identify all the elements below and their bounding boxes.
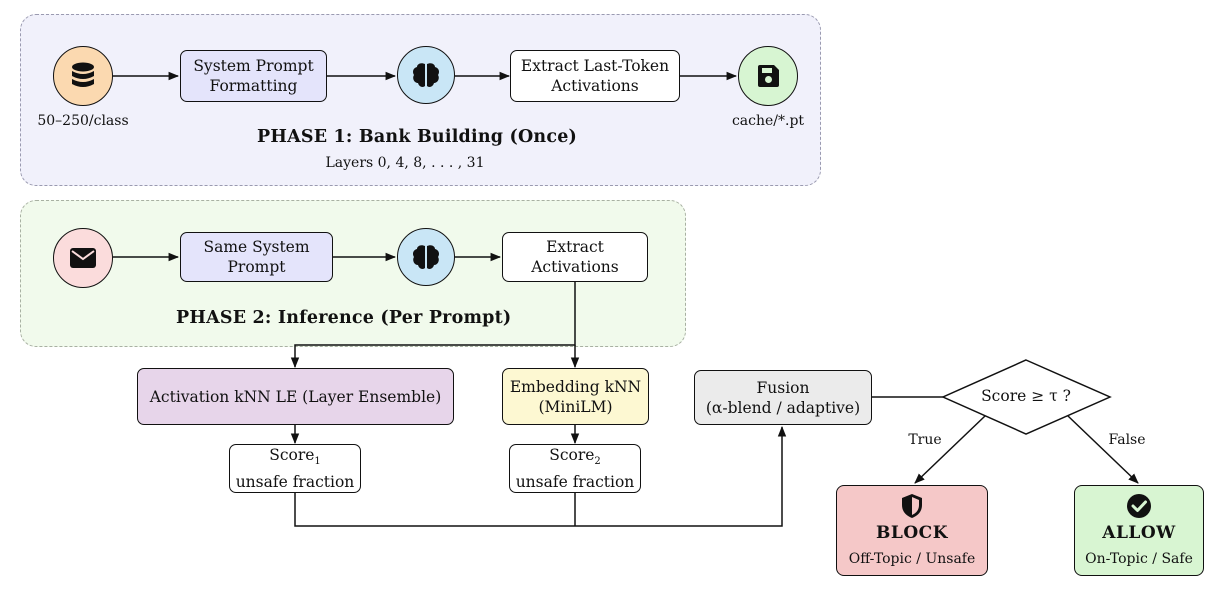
embedding-line2: (MiniLM) [538,397,613,416]
score1-line2: unsafe fraction [235,473,355,492]
activation-knn-label: Activation kNN LE (Layer Ensemble) [149,387,442,406]
allow-sublabel: On-Topic / Safe [1085,551,1193,567]
check-circle-icon [1127,494,1151,518]
prompt-line1: System Prompt [193,57,314,75]
database-icon [53,46,113,106]
phase1-layers-label: Layers 0, 4, 8, . . . , 31 [325,155,485,171]
allow-label: ALLOW [1102,523,1176,543]
decision-diamond [941,359,1112,435]
true-label: True [908,432,942,448]
extract-line2: Activations [551,77,639,95]
score2-line2: unsafe fraction [515,473,635,492]
fusion-box: Fusion (α-blend / adaptive) [694,370,872,425]
allow-box: ALLOW On-Topic / Safe [1074,485,1204,576]
shield-icon [902,494,922,518]
same-system-prompt-box: Same System Prompt [180,232,333,282]
phase1-title: PHASE 1: Bank Building (Once) [257,127,578,147]
score2-line1: Score2 [549,445,601,468]
cache-label: cache/*.pt [731,113,805,129]
brain-icon [397,46,455,104]
p2-extract-line2: Activations [531,258,619,276]
extract-last-token-box: Extract Last-Token Activations [510,50,680,102]
extract-activations-box: Extract Activations [502,232,648,282]
prompt-line2: Formatting [209,77,298,95]
fusion-line2: (α-blend / adaptive) [705,398,861,417]
embedding-knn-box: Embedding kNN (MiniLM) [502,368,649,425]
phase2-title: PHASE 2: Inference (Per Prompt) [176,308,512,328]
block-box: BLOCK Off-Topic / Unsafe [836,485,988,576]
fusion-line1: Fusion [756,378,810,397]
p2-prompt-line2: Prompt [227,258,286,276]
false-label: False [1108,432,1146,448]
p2-prompt-line1: Same System [203,238,310,256]
activation-knn-box: Activation kNN LE (Layer Ensemble) [137,368,454,425]
block-label: BLOCK [876,523,948,543]
decision-label: Score ≥ τ ? [981,387,1071,405]
score2-box: Score2 unsafe fraction [509,444,641,493]
block-sublabel: Off-Topic / Unsafe [848,551,976,567]
database-label: 50–250/class [37,113,129,129]
extract-line1: Extract Last-Token [520,57,670,75]
envelope-icon [53,228,113,288]
system-prompt-formatting-box: System Prompt Formatting [180,50,327,102]
score1-line1: Score1 [269,445,321,468]
score1-box: Score1 unsafe fraction [229,444,361,493]
save-icon [738,46,798,106]
p2-extract-line1: Extract [546,238,604,256]
brain-icon [397,228,455,286]
embedding-line1: Embedding kNN [509,377,642,396]
